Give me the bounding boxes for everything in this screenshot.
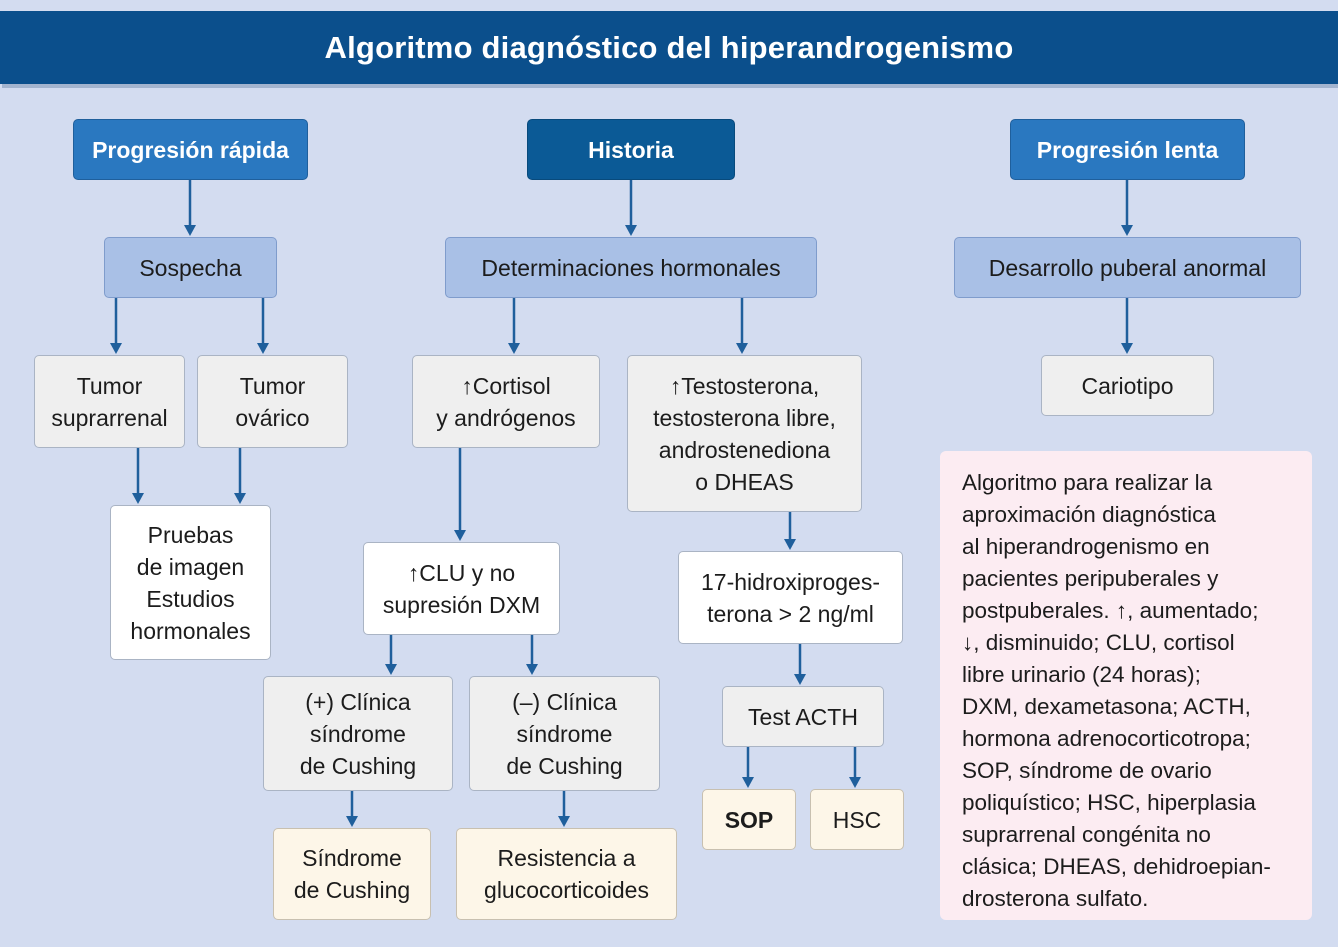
- connector-arrow-13: [385, 635, 397, 675]
- node-clinica-negativa: (–) Clínica síndrome de Cushing: [469, 676, 660, 791]
- connector-arrow-4: [110, 298, 122, 354]
- diagram-title: Algoritmo diagnóstico del hiperandrogeni…: [324, 29, 1014, 65]
- connector-arrow-8: [1121, 298, 1133, 354]
- node-hsc: HSC: [810, 789, 904, 850]
- node-sospecha: Sospecha: [104, 237, 277, 298]
- node-progresion-rapida: Progresión rápida: [73, 119, 308, 180]
- connector-arrow-3: [1121, 180, 1133, 236]
- node-resistencia-glucocorticoides: Resistencia a glucocorticoides: [456, 828, 677, 920]
- connector-arrow-5: [257, 298, 269, 354]
- connector-arrow-1: [184, 180, 196, 236]
- node-test-acth: Test ACTH: [722, 686, 884, 747]
- node-progresion-lenta: Progresión lenta: [1010, 119, 1245, 180]
- connector-arrow-12: [784, 512, 796, 550]
- node-testosterona: ↑Testosterona, testosterona libre, andro…: [627, 355, 862, 512]
- connector-arrow-18: [742, 747, 754, 788]
- node-17-hidroxiprogesterona: 17-hidroxiproges- terona > 2 ng/ml: [678, 551, 903, 644]
- node-sop: SOP: [702, 789, 796, 850]
- connector-arrow-11: [454, 448, 466, 541]
- node-sindrome-cushing: Síndrome de Cushing: [273, 828, 431, 920]
- connector-arrow-17: [558, 791, 570, 827]
- connector-arrow-10: [234, 448, 246, 504]
- connector-arrow-19: [849, 747, 861, 788]
- connector-arrow-15: [794, 644, 806, 685]
- connector-arrow-7: [736, 298, 748, 354]
- node-historia: Historia: [527, 119, 735, 180]
- node-cortisol-androgenos: ↑Cortisol y andrógenos: [412, 355, 600, 448]
- connector-arrow-14: [526, 635, 538, 675]
- node-tumor-suprarrenal: Tumor suprarrenal: [34, 355, 185, 448]
- node-tumor-ovarico: Tumor ovárico: [197, 355, 348, 448]
- connector-arrow-9: [132, 448, 144, 504]
- connector-arrow-2: [625, 180, 637, 236]
- node-clu-no-supresion: ↑CLU y no supresión DXM: [363, 542, 560, 635]
- connector-arrow-6: [508, 298, 520, 354]
- connector-arrow-16: [346, 791, 358, 827]
- node-determinaciones-hormonales: Determinaciones hormonales: [445, 237, 817, 298]
- title-banner: Algoritmo diagnóstico del hiperandrogeni…: [0, 11, 1338, 84]
- node-cariotipo: Cariotipo: [1041, 355, 1214, 416]
- node-clinica-positiva: (+) Clínica síndrome de Cushing: [263, 676, 453, 791]
- node-pruebas-imagen: Pruebas de imagen Estudios hormonales: [110, 505, 271, 660]
- node-desarrollo-puberal-anormal: Desarrollo puberal anormal: [954, 237, 1301, 298]
- legend-note: Algoritmo para realizar la aproximación …: [940, 451, 1312, 920]
